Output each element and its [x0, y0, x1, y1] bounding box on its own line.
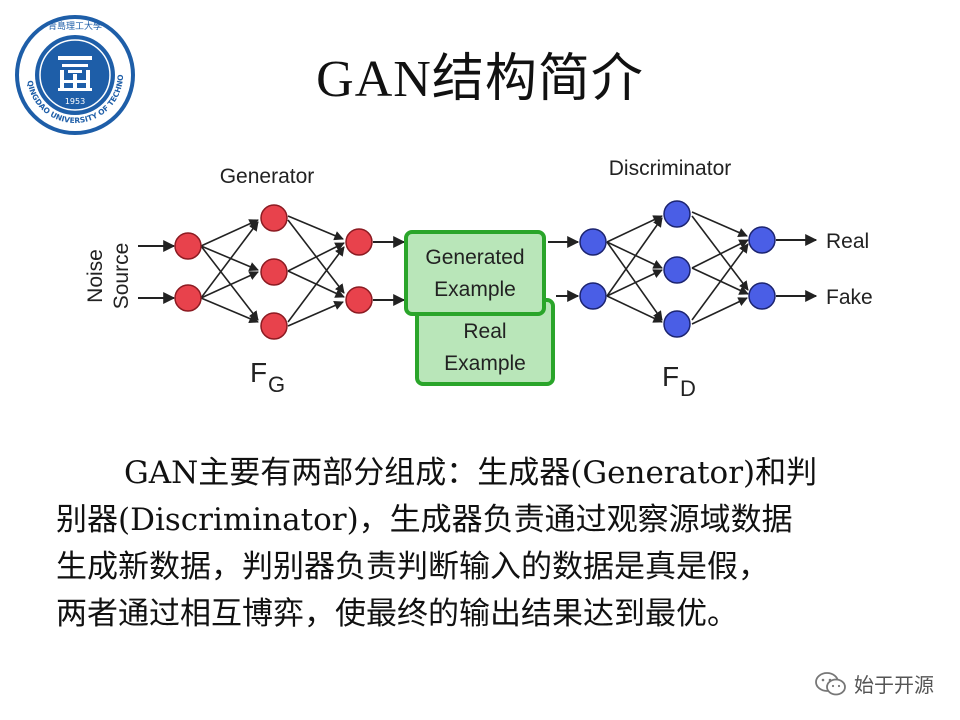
noise-label: Noise [84, 249, 107, 303]
fd-label-sub: D [680, 376, 696, 401]
discriminator-node [579, 282, 607, 310]
description-paragraph: GAN主要有两部分组成：生成器(Generator)和判 别器(Discrimi… [56, 450, 916, 638]
discriminator-label: Discriminator [609, 157, 732, 180]
generator-node [174, 284, 202, 312]
discriminator-node [663, 310, 691, 338]
fg-label-sub: G [268, 372, 285, 397]
generated-example-line1: Generated [425, 246, 524, 269]
discriminator-node [748, 282, 776, 310]
generated-example-box [404, 230, 546, 316]
wechat-icon [815, 671, 846, 695]
discriminator-node [663, 256, 691, 284]
generator-node [260, 258, 288, 286]
generator-node [345, 228, 373, 256]
real-example-line2: Example [444, 352, 526, 375]
output-real-label: Real [826, 230, 869, 253]
university-logo: QINGDAO UNIVERSITY OF TECHNOLOGY 青島理工大學 … [14, 14, 135, 135]
generator-node [260, 312, 288, 340]
fd-label-base: F [662, 361, 679, 392]
paragraph-line-3: 生成新数据，判别器负责判断输入的数据是真是假， [56, 549, 769, 585]
paragraph-line-1: GAN主要有两部分组成：生成器(Generator)和判 [124, 455, 818, 491]
slide-title: GAN结构简介 [316, 51, 644, 108]
generator-node [260, 204, 288, 232]
logo-top-text: 青島理工大學 [48, 20, 102, 32]
generator-node [174, 232, 202, 260]
watermark: 始于开源 [814, 669, 934, 698]
generator-node [345, 286, 373, 314]
paragraph-line-2: 别器(Discriminator)，生成器负责通过观察源域数据 [56, 502, 793, 538]
discriminator-node [748, 226, 776, 254]
gan-diagram: Generator Discriminator Noise Source Rea… [84, 157, 873, 401]
discriminator-node [579, 228, 607, 256]
source-label: Source [110, 243, 133, 310]
watermark-text: 始于开源 [854, 673, 934, 697]
fg-label-base: F [250, 357, 267, 388]
generator-label: Generator [220, 165, 315, 188]
output-fake-label: Fake [826, 286, 873, 309]
logo-year: 1953 [65, 97, 85, 106]
real-example-line1: Real [463, 320, 506, 343]
generated-example-line2: Example [434, 278, 516, 301]
paragraph-line-4: 两者通过相互博弈，使最终的输出结果达到最优。 [56, 596, 738, 632]
discriminator-node [663, 200, 691, 228]
